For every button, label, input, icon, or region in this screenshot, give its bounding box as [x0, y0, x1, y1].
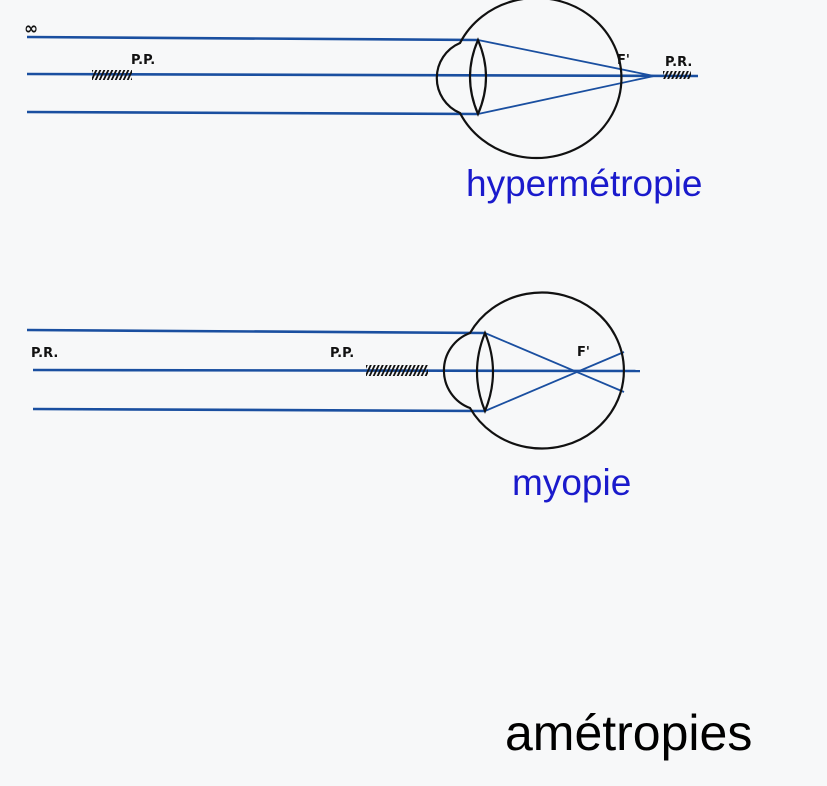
hyperopia-incoming-rays [26, 35, 699, 116]
infinity-symbol: ∞ [24, 19, 38, 39]
hyperopia-converging-ray-bottom [477, 75, 655, 115]
myopia-incoming-rays [26, 328, 641, 413]
hyperopia-eyeball-outline [435, 0, 623, 160]
hyperopia-ray-bottom [26, 110, 479, 116]
myopia-caption: myopie [512, 462, 631, 503]
hyperopia-diagram: ∞ P.P. F' P.R. hypermétropie [24, 0, 703, 204]
hyperopia-eye [435, 0, 623, 160]
hyperopia-far-point-hatch [663, 71, 691, 79]
page-title: amétropies [505, 705, 752, 761]
myopia-refracted-rays [484, 332, 625, 412]
myopia-focus-label: F' [577, 345, 590, 360]
myopia-converging-ray-bottom [484, 351, 625, 412]
myopia-pr-label: P.R. [31, 346, 58, 361]
hyperopia-converging-ray-top [477, 39, 655, 77]
myopia-lens [475, 330, 495, 414]
myopia-pp-label: P.P. [330, 346, 354, 361]
hyperopia-pp-label: P.P. [131, 53, 155, 68]
myopia-eye [442, 291, 626, 450]
hyperopia-refracted-rays [477, 39, 655, 115]
hyperopia-caption: hypermétropie [466, 163, 703, 204]
hyperopia-pr-label: P.R. [665, 55, 692, 70]
myopia-eyeball-outline [442, 291, 626, 450]
hyperopia-ray-axis [26, 72, 699, 78]
hyperopia-ray-top [26, 35, 479, 42]
myopia-ray-bottom [32, 407, 486, 413]
hyperopia-near-point-hatch [92, 70, 132, 80]
myopia-ray-axis [32, 368, 641, 373]
hyperopia-lens [468, 37, 488, 117]
myopia-near-point-hatch [366, 365, 428, 376]
myopia-diagram: P.R. P.P. F' myopie [26, 291, 641, 503]
myopia-ray-top [26, 328, 486, 335]
myopia-converging-ray-top [484, 332, 625, 393]
hyperopia-focus-label: F' [617, 53, 630, 68]
